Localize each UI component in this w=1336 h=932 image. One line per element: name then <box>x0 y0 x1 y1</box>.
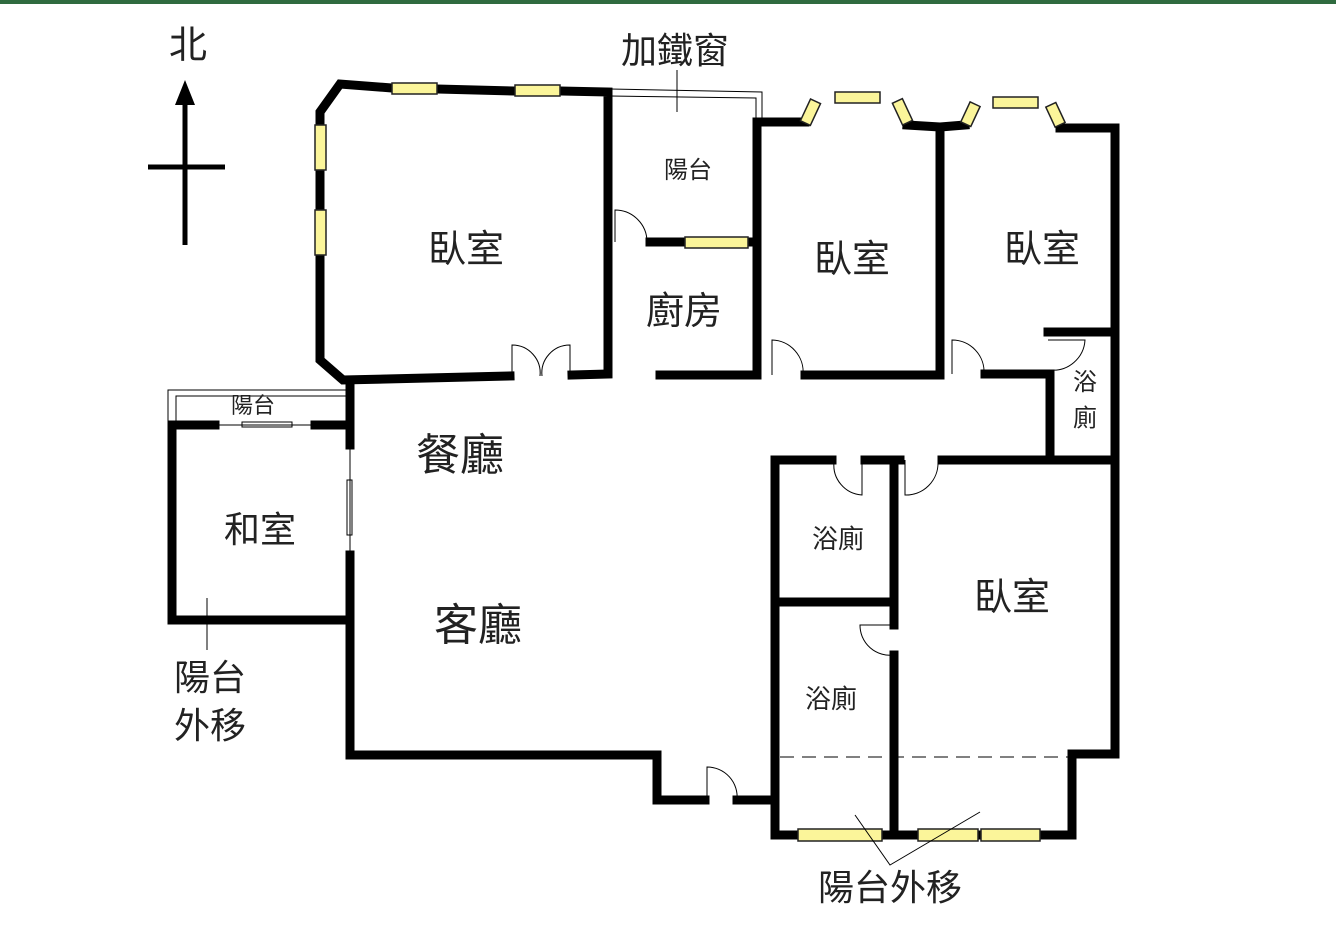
bath-upper-label: 浴廁 <box>812 525 864 555</box>
bath-small-label-2: 廁 <box>1073 404 1097 432</box>
living-room-label: 客廳 <box>434 600 522 651</box>
walls <box>167 79 1120 840</box>
balcony-moved-left-label-1: 陽台 <box>174 658 246 699</box>
japanese-room-label: 和室 <box>224 510 296 551</box>
kitchen-label: 廚房 <box>646 289 722 333</box>
bedroom-3-label: 臥室 <box>1004 227 1080 271</box>
balcony-outlines <box>167 88 763 555</box>
bedroom-4-label: 臥室 <box>974 575 1050 619</box>
dining-room-label: 餐廳 <box>416 430 504 481</box>
north-arrow-icon <box>148 80 225 245</box>
balcony-left-label: 陽台 <box>231 394 275 419</box>
door-swings <box>511 209 1086 801</box>
balcony-top-label: 陽台 <box>664 156 712 184</box>
master-bedroom-label: 臥室 <box>428 227 504 271</box>
iron-window-label: 加鐵窗 <box>621 31 729 72</box>
balcony-moved-bottom-label: 陽台外移 <box>818 868 962 909</box>
top-bar <box>0 0 1336 4</box>
bedroom-2-label: 臥室 <box>814 237 890 281</box>
north-label: 北 <box>169 23 207 67</box>
windows <box>314 82 1067 842</box>
leader-line <box>854 811 981 866</box>
bath-small-label-1: 浴 <box>1073 368 1097 396</box>
bath-lower-label: 浴廁 <box>805 685 857 715</box>
balcony-moved-left-label-2: 外移 <box>174 706 246 747</box>
